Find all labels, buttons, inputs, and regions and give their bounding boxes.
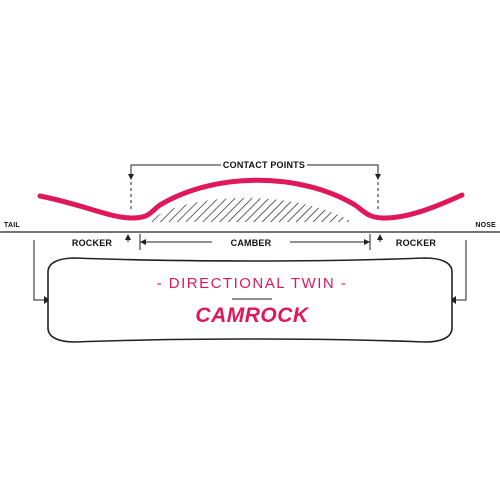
tail-leader: [33, 240, 50, 304]
contact-points-label: CONTACT POINTS: [223, 160, 305, 170]
profile-dimension-arrows: [125, 234, 383, 250]
profile-type-label: - DIRECTIONAL TWIN -: [157, 275, 348, 292]
contact-points-bracket: [128, 164, 381, 210]
nose-leader: [450, 240, 467, 304]
rocker-left-label: ROCKER: [72, 238, 113, 248]
rocker-camber-profile-curve: [37, 177, 465, 221]
camber-hatch-area: [148, 198, 352, 222]
snowboard-outline: [47, 257, 453, 343]
nose-label: NOSE: [475, 222, 496, 229]
tail-label: TAIL: [4, 222, 20, 229]
camber-label: CAMBER: [231, 238, 272, 248]
rocker-right-label: ROCKER: [396, 238, 437, 248]
board-name-label: CAMROCK: [195, 304, 309, 327]
